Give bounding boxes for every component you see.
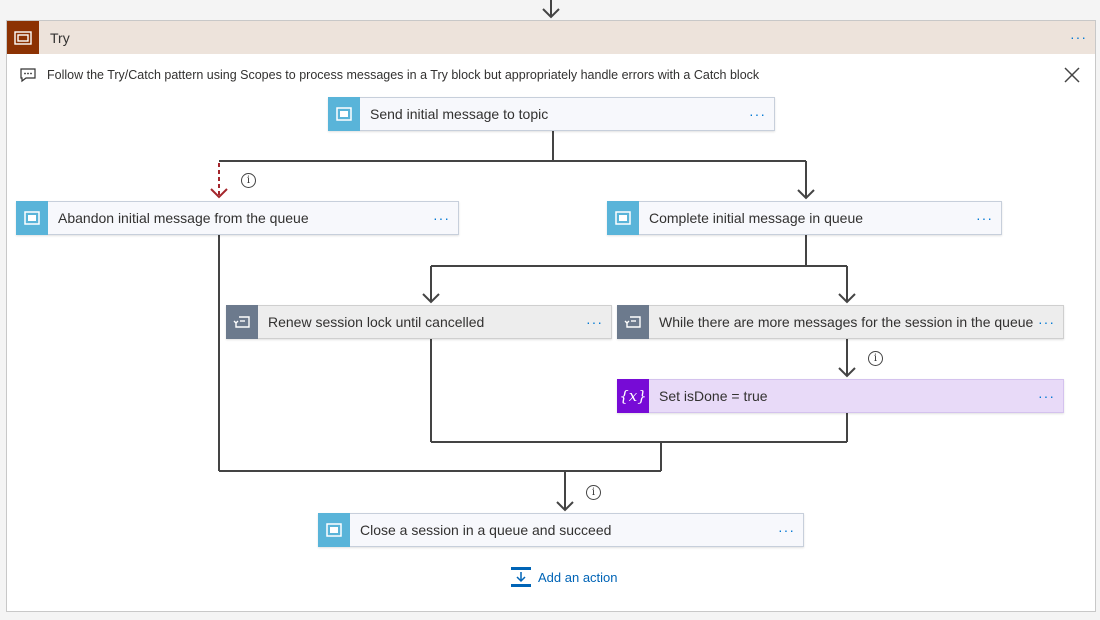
variable-icon: {x} xyxy=(617,378,649,413)
action-more-button[interactable]: ··· xyxy=(1038,314,1055,330)
action-close-session[interactable]: Close a session in a queue and succeed ·… xyxy=(318,512,804,547)
action-more-button[interactable]: ··· xyxy=(976,210,993,226)
action-while-more-messages[interactable]: While there are more messages for the se… xyxy=(617,304,1064,339)
service-bus-icon xyxy=(318,512,350,547)
action-send-initial-message[interactable]: Send initial message to topic ··· xyxy=(328,96,775,131)
run-after-info-icon[interactable]: i xyxy=(868,351,883,366)
action-more-button[interactable]: ··· xyxy=(778,522,795,538)
incoming-arrow xyxy=(542,0,560,19)
action-label: Renew session lock until cancelled xyxy=(268,314,485,330)
action-label: Close a session in a queue and succeed xyxy=(360,522,612,538)
action-label: While there are more messages for the se… xyxy=(659,314,1034,330)
action-more-button[interactable]: ··· xyxy=(433,210,450,226)
action-set-isdone[interactable]: {x} Set isDone = true ··· xyxy=(617,378,1064,413)
until-loop-icon xyxy=(617,304,649,339)
close-icon[interactable] xyxy=(1063,66,1081,84)
run-after-info-icon[interactable]: i xyxy=(241,173,256,188)
action-complete-message[interactable]: Complete initial message in queue ··· xyxy=(607,200,1002,235)
action-more-button[interactable]: ··· xyxy=(586,314,603,330)
scope-header[interactable]: Try ··· xyxy=(7,21,1095,54)
until-loop-icon xyxy=(226,304,258,339)
scope-icon xyxy=(7,21,39,54)
action-label: Set isDone = true xyxy=(659,388,768,404)
action-label: Send initial message to topic xyxy=(370,106,549,122)
action-label: Abandon initial message from the queue xyxy=(58,210,309,226)
scope-comment: Follow the Try/Catch pattern using Scope… xyxy=(19,65,1089,85)
action-label: Complete initial message in queue xyxy=(649,210,864,226)
action-renew-session-lock[interactable]: Renew session lock until cancelled ··· xyxy=(226,304,612,339)
service-bus-icon xyxy=(16,200,48,235)
run-after-info-icon[interactable]: i xyxy=(586,485,601,500)
comment-icon xyxy=(20,68,36,83)
service-bus-icon xyxy=(607,200,639,235)
scope-more-button[interactable]: ··· xyxy=(1070,29,1087,45)
action-abandon-message[interactable]: Abandon initial message from the queue ·… xyxy=(16,200,459,235)
action-more-button[interactable]: ··· xyxy=(1038,388,1055,404)
service-bus-icon xyxy=(328,96,360,131)
comment-text: Follow the Try/Catch pattern using Scope… xyxy=(47,68,760,82)
scope-title: Try xyxy=(50,29,70,46)
add-action-label: Add an action xyxy=(538,569,618,585)
action-more-button[interactable]: ··· xyxy=(749,106,766,122)
add-action-icon xyxy=(511,567,531,587)
add-action-button[interactable]: Add an action xyxy=(510,566,618,588)
